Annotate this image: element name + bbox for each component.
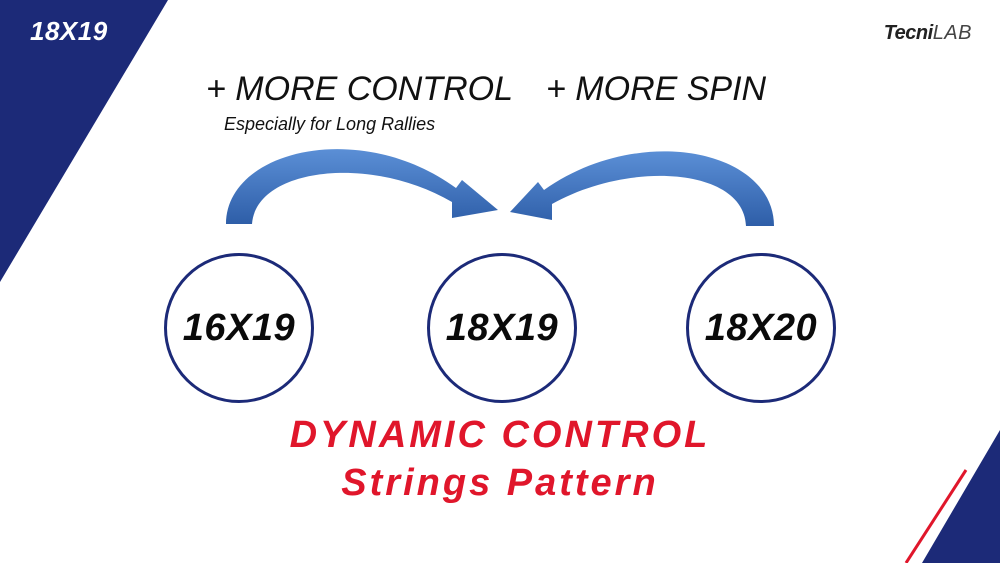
headline-dynamic-control: DYNAMIC CONTROL <box>289 414 711 456</box>
more-control-subtitle: Especially for Long Rallies <box>224 114 436 134</box>
more-spin-heading: + MORE SPIN <box>546 70 767 108</box>
pattern-circle-16x19: 16X19 <box>164 253 314 403</box>
logo-light-text: LAB <box>932 22 972 44</box>
logo-bold-text: Tecni <box>883 22 934 44</box>
pattern-circle-18x20: 18X20 <box>686 253 836 403</box>
tecnilab-logo: TecniLAB <box>884 22 972 45</box>
pattern-label: 18X19 <box>445 306 559 349</box>
headline-strings-pattern: Strings Pattern <box>341 462 659 504</box>
left-curved-arrow <box>226 149 498 224</box>
corner-tag: 18X19 <box>30 16 108 46</box>
pattern-circle-18x19: 18X19 <box>427 253 577 403</box>
right-curved-arrow <box>510 151 774 226</box>
pattern-label: 18X20 <box>704 306 818 349</box>
pattern-label: 16X19 <box>182 306 296 349</box>
more-control-heading: + MORE CONTROL <box>206 70 513 108</box>
